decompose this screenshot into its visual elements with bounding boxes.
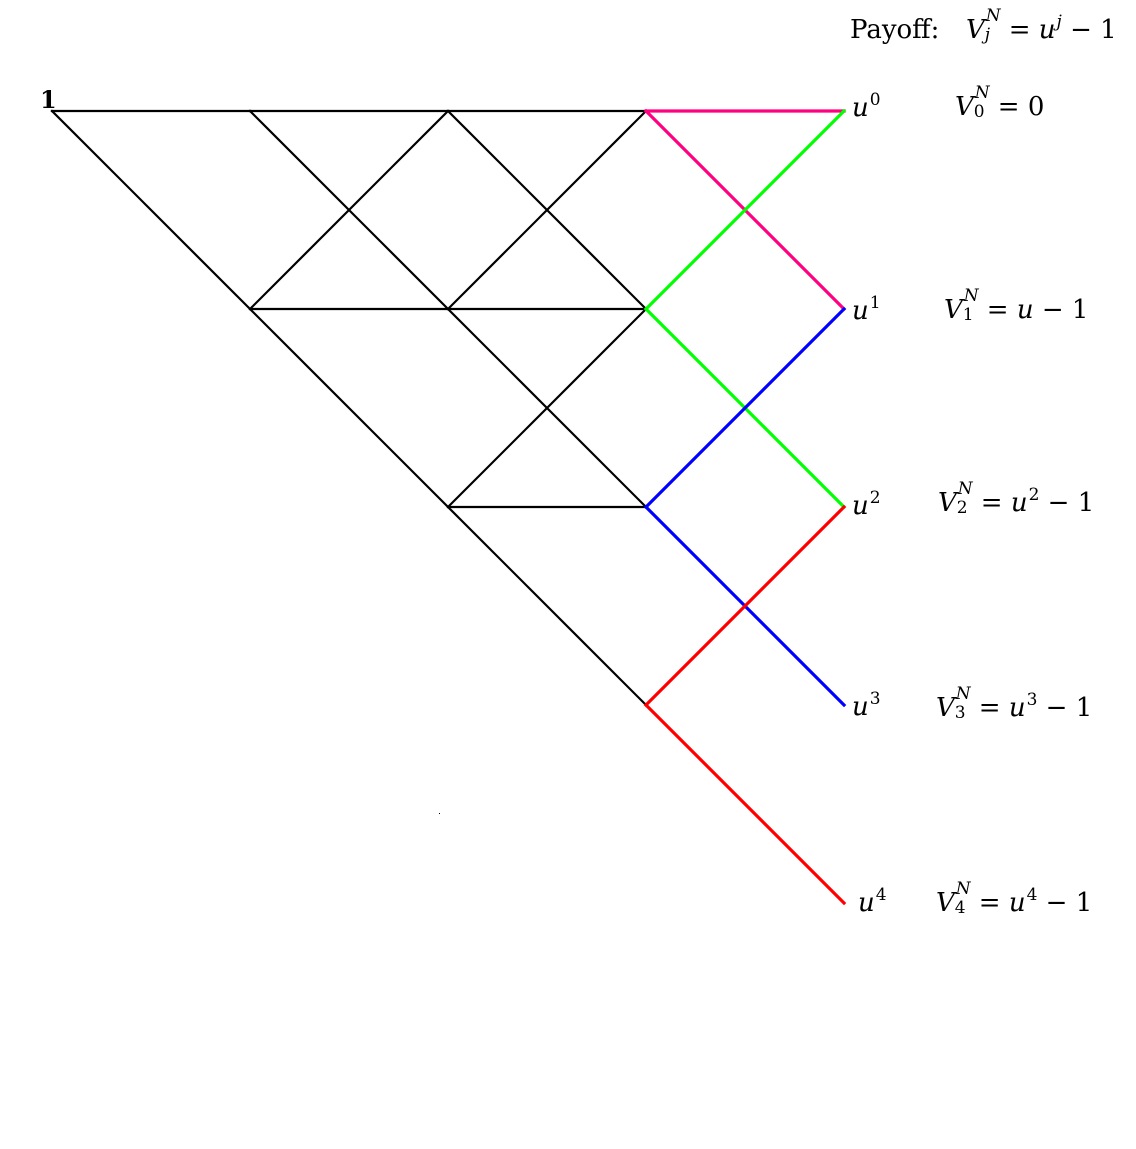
terminal-node-label: u0 — [852, 90, 881, 123]
root-node-label: 1 — [40, 85, 57, 114]
lattice-edge — [446, 109, 648, 311]
red-edge — [643, 702, 847, 906]
lattice-edge — [248, 307, 450, 509]
stray-dot — [439, 813, 440, 814]
lattice-colored-edges — [643, 108, 847, 906]
terminal-node-label: u4 — [858, 885, 887, 918]
lattice-edge — [248, 109, 450, 311]
payoff-header-u-sup: j — [1056, 12, 1062, 32]
payoff-header-v-sup: N — [985, 6, 1001, 26]
terminal-node-label: u3 — [852, 689, 881, 722]
terminal-node-label: u1 — [852, 293, 881, 326]
payoff-header-v-sub: j — [984, 25, 990, 45]
lattice-edge — [446, 505, 648, 707]
blue-edge — [643, 306, 847, 510]
lattice-edge — [446, 307, 648, 509]
payoff-header-tail: − 1 — [1061, 15, 1117, 45]
lattice-black-edges — [50, 109, 648, 707]
terminal-node-label: u2 — [852, 488, 881, 521]
lattice-edge — [50, 109, 252, 311]
red-edge — [643, 504, 847, 708]
green-edge — [643, 108, 847, 312]
payoff-header-equals: = — [1008, 15, 1039, 45]
payoff-header-u: u — [1038, 15, 1056, 45]
payoff-header-label: Payoff: — [850, 15, 940, 45]
payoff-header-v: V — [965, 15, 985, 45]
